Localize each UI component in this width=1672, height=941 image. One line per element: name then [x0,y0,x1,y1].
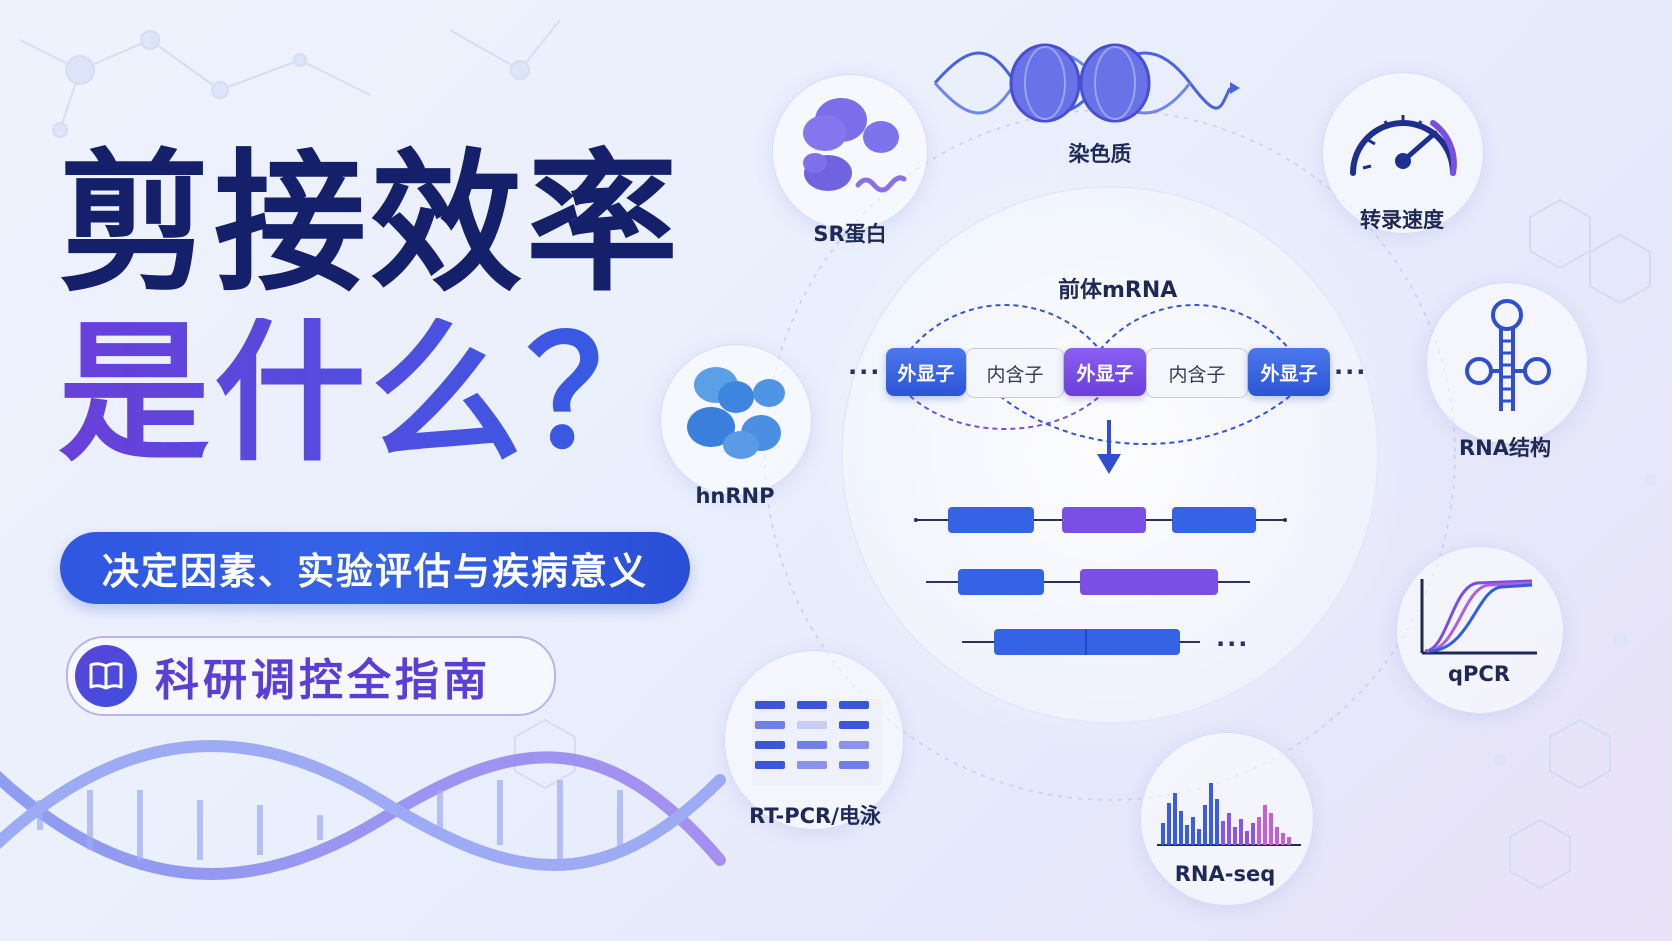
page-title-line1: 剪接效率 [58,135,682,312]
chromatin-label: 染色质 [1068,142,1132,166]
sequence-ellipsis-right: ··· [1334,358,1368,386]
speedometer-icon [1350,115,1457,176]
subtitle-pill: 决定因素、实验评估与疾病意义 [60,532,690,604]
exon-3: 外显子 [1248,348,1330,396]
transcription-speed-label: 转录速度 [1360,208,1444,232]
rt-pcr-node [724,650,904,830]
sr-protein-label: SR蛋白 [813,222,887,246]
arrow-down-icon [1097,420,1121,474]
isoform-ellipsis: ··· [1216,630,1250,658]
intron-2: 内含子 [1146,348,1248,398]
hnrnp-node [660,344,812,496]
page-title-line2: 是什么？ [58,305,682,482]
guide-label: 科研调控全指南 [155,655,491,706]
sequence-ellipsis-left: ··· [848,358,882,386]
hnrnp-label: hnRNP [695,484,775,508]
rna-seq-label: RNA-seq [1174,862,1276,886]
exon-2: 外显子 [1064,348,1146,396]
pre-mrna-label: 前体mRNA [1058,278,1178,303]
rna-structure-label: RNA结构 [1459,436,1551,460]
transcription-speed-node [1322,72,1484,234]
guide-pill: 科研调控全指南 [66,636,556,716]
book-icon [75,645,137,707]
sr-protein-icon [803,98,907,193]
qpcr-label: qPCR [1447,662,1510,686]
dna-helix-decoration [0,740,726,880]
spliced-isoforms [914,507,1287,655]
rna-seq-node [1140,732,1314,906]
gel-electrophoresis-icon [752,699,882,785]
rna-structure-node [1426,282,1588,444]
sr-protein-node [772,74,928,230]
qpcr-node [1396,546,1564,714]
qpcr-curve-icon [1420,579,1537,655]
hnrnp-icon [687,367,785,459]
chromatin-icon [933,43,1240,123]
exon-1: 外显子 [886,348,966,396]
rt-pcr-label: RT-PCR/电泳 [749,804,881,828]
rna-hairpin-icon [1465,299,1551,411]
rna-seq-histogram-icon [1157,783,1301,846]
subtitle-text: 决定因素、实验评估与疾病意义 [102,550,648,593]
intron-1: 内含子 [966,348,1064,398]
splicing-arcs [909,304,1291,445]
